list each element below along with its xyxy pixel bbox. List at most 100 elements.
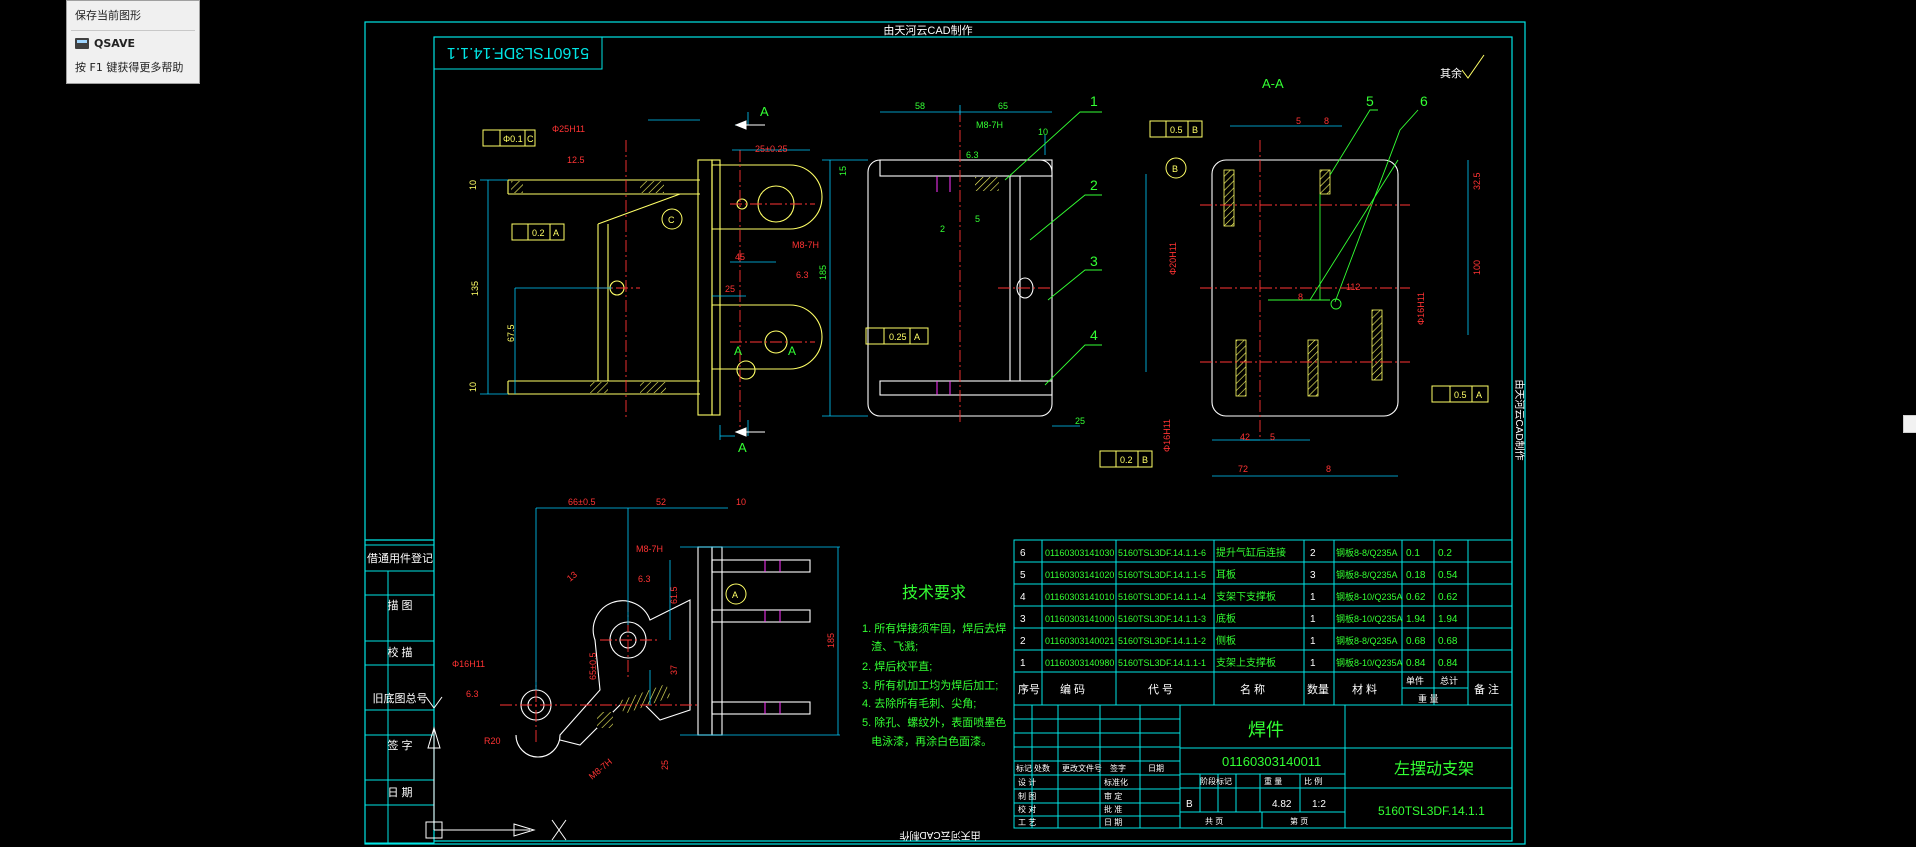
part-callout: 4 [1090, 327, 1098, 343]
dim-text: 10 [468, 382, 478, 392]
bom-header-total: 总计 [1440, 675, 1458, 686]
bom-header-seq: 序号 [1018, 682, 1040, 696]
datum-a-circle [725, 583, 747, 605]
dim-text: 66±0.5 [568, 497, 595, 507]
dim-text: 6.3 [466, 689, 479, 699]
save-icon [75, 38, 89, 49]
dim-text: 37 [669, 665, 679, 675]
tb-label: 签字 [1110, 763, 1126, 773]
datum-frame-text: 0.2 [1120, 455, 1133, 465]
datum-frame-text: 0.2 [532, 228, 545, 238]
dim-text: 6.3 [966, 150, 979, 160]
mirror-code-text: 5160TSL3DF.14.1.1 [447, 44, 589, 61]
datum-b-label: B [1172, 164, 1178, 174]
dim-text: 65 [998, 101, 1008, 111]
bom-cell-material: 钢板8-10/Q235A [1336, 613, 1403, 624]
datum-a-label: A [732, 590, 738, 600]
bom-cell-code: 01160303141020 [1045, 570, 1114, 580]
dim-text: 61.5 [669, 586, 679, 604]
dim-text: 67.5 [506, 324, 516, 342]
dim-text: 5 [975, 214, 980, 224]
datum-frame-text: 0.5 [1170, 125, 1183, 135]
view-side: 58 65 M8-7H 10 6.3 15 185 25 2 5 0.25 A [818, 93, 1102, 427]
tb-label: 标准化 [1104, 777, 1128, 787]
dim-text: 25 [1075, 416, 1085, 426]
dim-text: 135 [470, 281, 480, 296]
bom-cell-unit_mass: 0.1 [1406, 548, 1420, 559]
scrollbar-thumb[interactable] [1903, 415, 1916, 433]
bom-cell-unit_mass: 0.84 [1406, 658, 1426, 669]
bom-cell-material: 钢板8-10/Q235A [1336, 657, 1403, 668]
dim-text: 58 [915, 101, 925, 111]
section-arrow-top: A [760, 104, 769, 119]
dim-text: 42 [1240, 432, 1250, 442]
datum-frame-text: 0.25 [889, 332, 907, 342]
tb-label: 设 计 [1018, 777, 1036, 787]
dim-text: 185 [818, 265, 828, 280]
bom-header-material: 材 料 [1352, 682, 1377, 696]
section-arrow-bottom: A [738, 440, 747, 455]
dim-text: Φ20H11 [1168, 242, 1178, 275]
bom-header-name: 名 称 [1240, 682, 1265, 696]
dim-text: Φ16H11 [1162, 419, 1172, 452]
tech-note: 电泳漆，再涂白色面漆。 [862, 734, 992, 748]
dim-text: 10 [736, 497, 746, 507]
left-stamp-labels: 借通用件登记 描 图 校 描 旧底图总号 签 字 日 期 [367, 551, 433, 799]
tech-title: 技术要求 [902, 584, 966, 602]
tech-note: 渣、飞溅; [862, 639, 918, 653]
bom-cell-drawing_no: 5160TSL3DF.14.1.1-4 [1118, 592, 1206, 602]
bom-cell-qty: 1 [1310, 614, 1316, 625]
title-type: 焊件 [1248, 720, 1284, 740]
bom-header-code: 编 码 [1060, 682, 1085, 696]
tech-requirements: 技术要求 1. 所有焊接须牢固，焊后去焊 渣、飞溅; 2. 焊后校平直; 3. … [862, 584, 1006, 748]
title-stage-mark: B [1186, 799, 1193, 810]
side-border-text: 由天河云CAD制作 [1513, 379, 1526, 460]
tb-label: 处数 [1034, 763, 1050, 773]
bom-cell-seq: 5 [1020, 570, 1026, 581]
tb-label: 重 量 [1264, 776, 1282, 786]
bom-cell-material: 钢板8-8/Q235A [1336, 635, 1398, 646]
dim-text: 25 [725, 284, 735, 294]
bom-cell-drawing_no: 5160TSL3DF.14.1.1-3 [1118, 614, 1206, 624]
bom-cell-unit_mass: 0.68 [1406, 636, 1426, 647]
tb-label: 日期 [1148, 764, 1164, 773]
bom-cell-name: 支架上支撑板 [1216, 656, 1276, 669]
bom-cell-total_mass: 0.84 [1438, 658, 1458, 669]
dim-text: 15 [838, 166, 848, 176]
dim-text: R20 [484, 736, 501, 746]
bom-cell-total_mass: 0.2 [1438, 548, 1452, 559]
roughness-symbol [1461, 54, 1485, 79]
dim-text: 5 [1270, 432, 1275, 442]
bom-cell-material: 钢板8-8/Q235A [1336, 547, 1398, 558]
tb-label: 第 页 [1290, 816, 1308, 826]
stamp-label: 签 字 [387, 738, 412, 752]
bom-cell-seq: 2 [1020, 636, 1026, 647]
dim-text: M8-7H [976, 120, 1003, 130]
tb-label: 日 期 [1104, 818, 1122, 827]
bom-cell-code: 01160303141010 [1045, 592, 1114, 602]
datum-frame-text: C [527, 134, 534, 144]
title-block [1013, 704, 1513, 829]
bom-cell-drawing_no: 5160TSL3DF.14.1.1-2 [1118, 636, 1206, 646]
part-callout: 6 [1420, 93, 1428, 109]
bom-cell-material: 钢板8-10/Q235A [1336, 591, 1403, 602]
stamp-label: 日 期 [387, 786, 412, 799]
tb-label: 比 例 [1304, 776, 1322, 786]
dim-text: Φ25H11 [552, 124, 585, 134]
title-block-text: 焊件 01160303140011 左摆动支架 5160TSL3DF.14.1.… [1016, 720, 1485, 827]
tb-label: 共 页 [1205, 817, 1223, 826]
dim-text: M8-7H [636, 544, 663, 554]
part-callout: 3 [1090, 253, 1098, 269]
bom-cell-total_mass: 1.94 [1438, 614, 1458, 625]
left-stamp-column [364, 544, 435, 844]
stamp-label: 校 描 [387, 645, 412, 659]
bom-header: 序号 编 码 代 号 名 称 数量 材 料 单件 总计 重 量 备 注 [1018, 675, 1499, 704]
tech-note: 5. 除孔、螺纹外，表面喷墨色 [862, 715, 1006, 729]
dim-text: 8 [1324, 116, 1329, 126]
tb-label: 更改文件号 [1062, 763, 1102, 773]
bom-cell-seq: 6 [1020, 548, 1026, 559]
bom-cell-code: 01160303141030 [1045, 548, 1114, 558]
bom-table [1013, 539, 1513, 706]
dim-text: 25±0.25 [755, 144, 787, 154]
